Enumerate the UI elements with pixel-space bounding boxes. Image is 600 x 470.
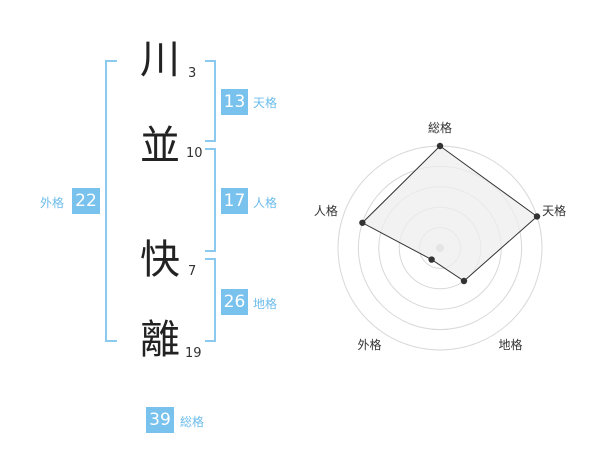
radar-axis-label: 天格 [542, 203, 566, 218]
gaikaku-value: 22 [72, 188, 100, 214]
name-char-1: 川 [140, 37, 180, 83]
radar-point-3 [460, 277, 468, 285]
radar-point-4 [428, 256, 435, 263]
tenkaku-label: 天格 [253, 96, 278, 110]
stroke-count-3: 7 [188, 264, 197, 279]
chikaku-label: 地格 [253, 297, 278, 311]
radar-axis-label: 人格 [314, 203, 338, 218]
chikaku-bracket [205, 258, 216, 342]
tenkaku-bracket [205, 60, 216, 142]
jinkaku-value: 17 [221, 188, 248, 214]
radar-axis-label: 外格 [357, 337, 381, 352]
chikaku-value: 26 [221, 289, 248, 315]
gaikaku-label: 外格 [40, 196, 65, 210]
name-char-3: 快 [140, 237, 180, 283]
gaikaku-bracket [105, 60, 117, 342]
jinkaku-bracket [205, 148, 216, 252]
soukaku-label: 総格 [180, 415, 205, 429]
jinkaku-label: 人格 [253, 196, 278, 210]
radar-point-2 [533, 213, 541, 220]
stroke-count-4: 19 [185, 346, 202, 361]
radar-value-area [361, 145, 538, 282]
radar-axis-label: 総格 [428, 120, 452, 135]
name-char-2: 並 [140, 123, 180, 169]
radar-point-1 [436, 142, 444, 150]
name-char-4: 離 [140, 317, 180, 363]
stroke-count-1: 3 [188, 66, 197, 81]
radar-axis-label: 地格 [499, 337, 523, 352]
stroke-count-2: 10 [186, 146, 203, 161]
tenkaku-value: 13 [221, 89, 248, 115]
soukaku-value: 39 [146, 407, 174, 433]
radar-point-5 [359, 219, 366, 226]
